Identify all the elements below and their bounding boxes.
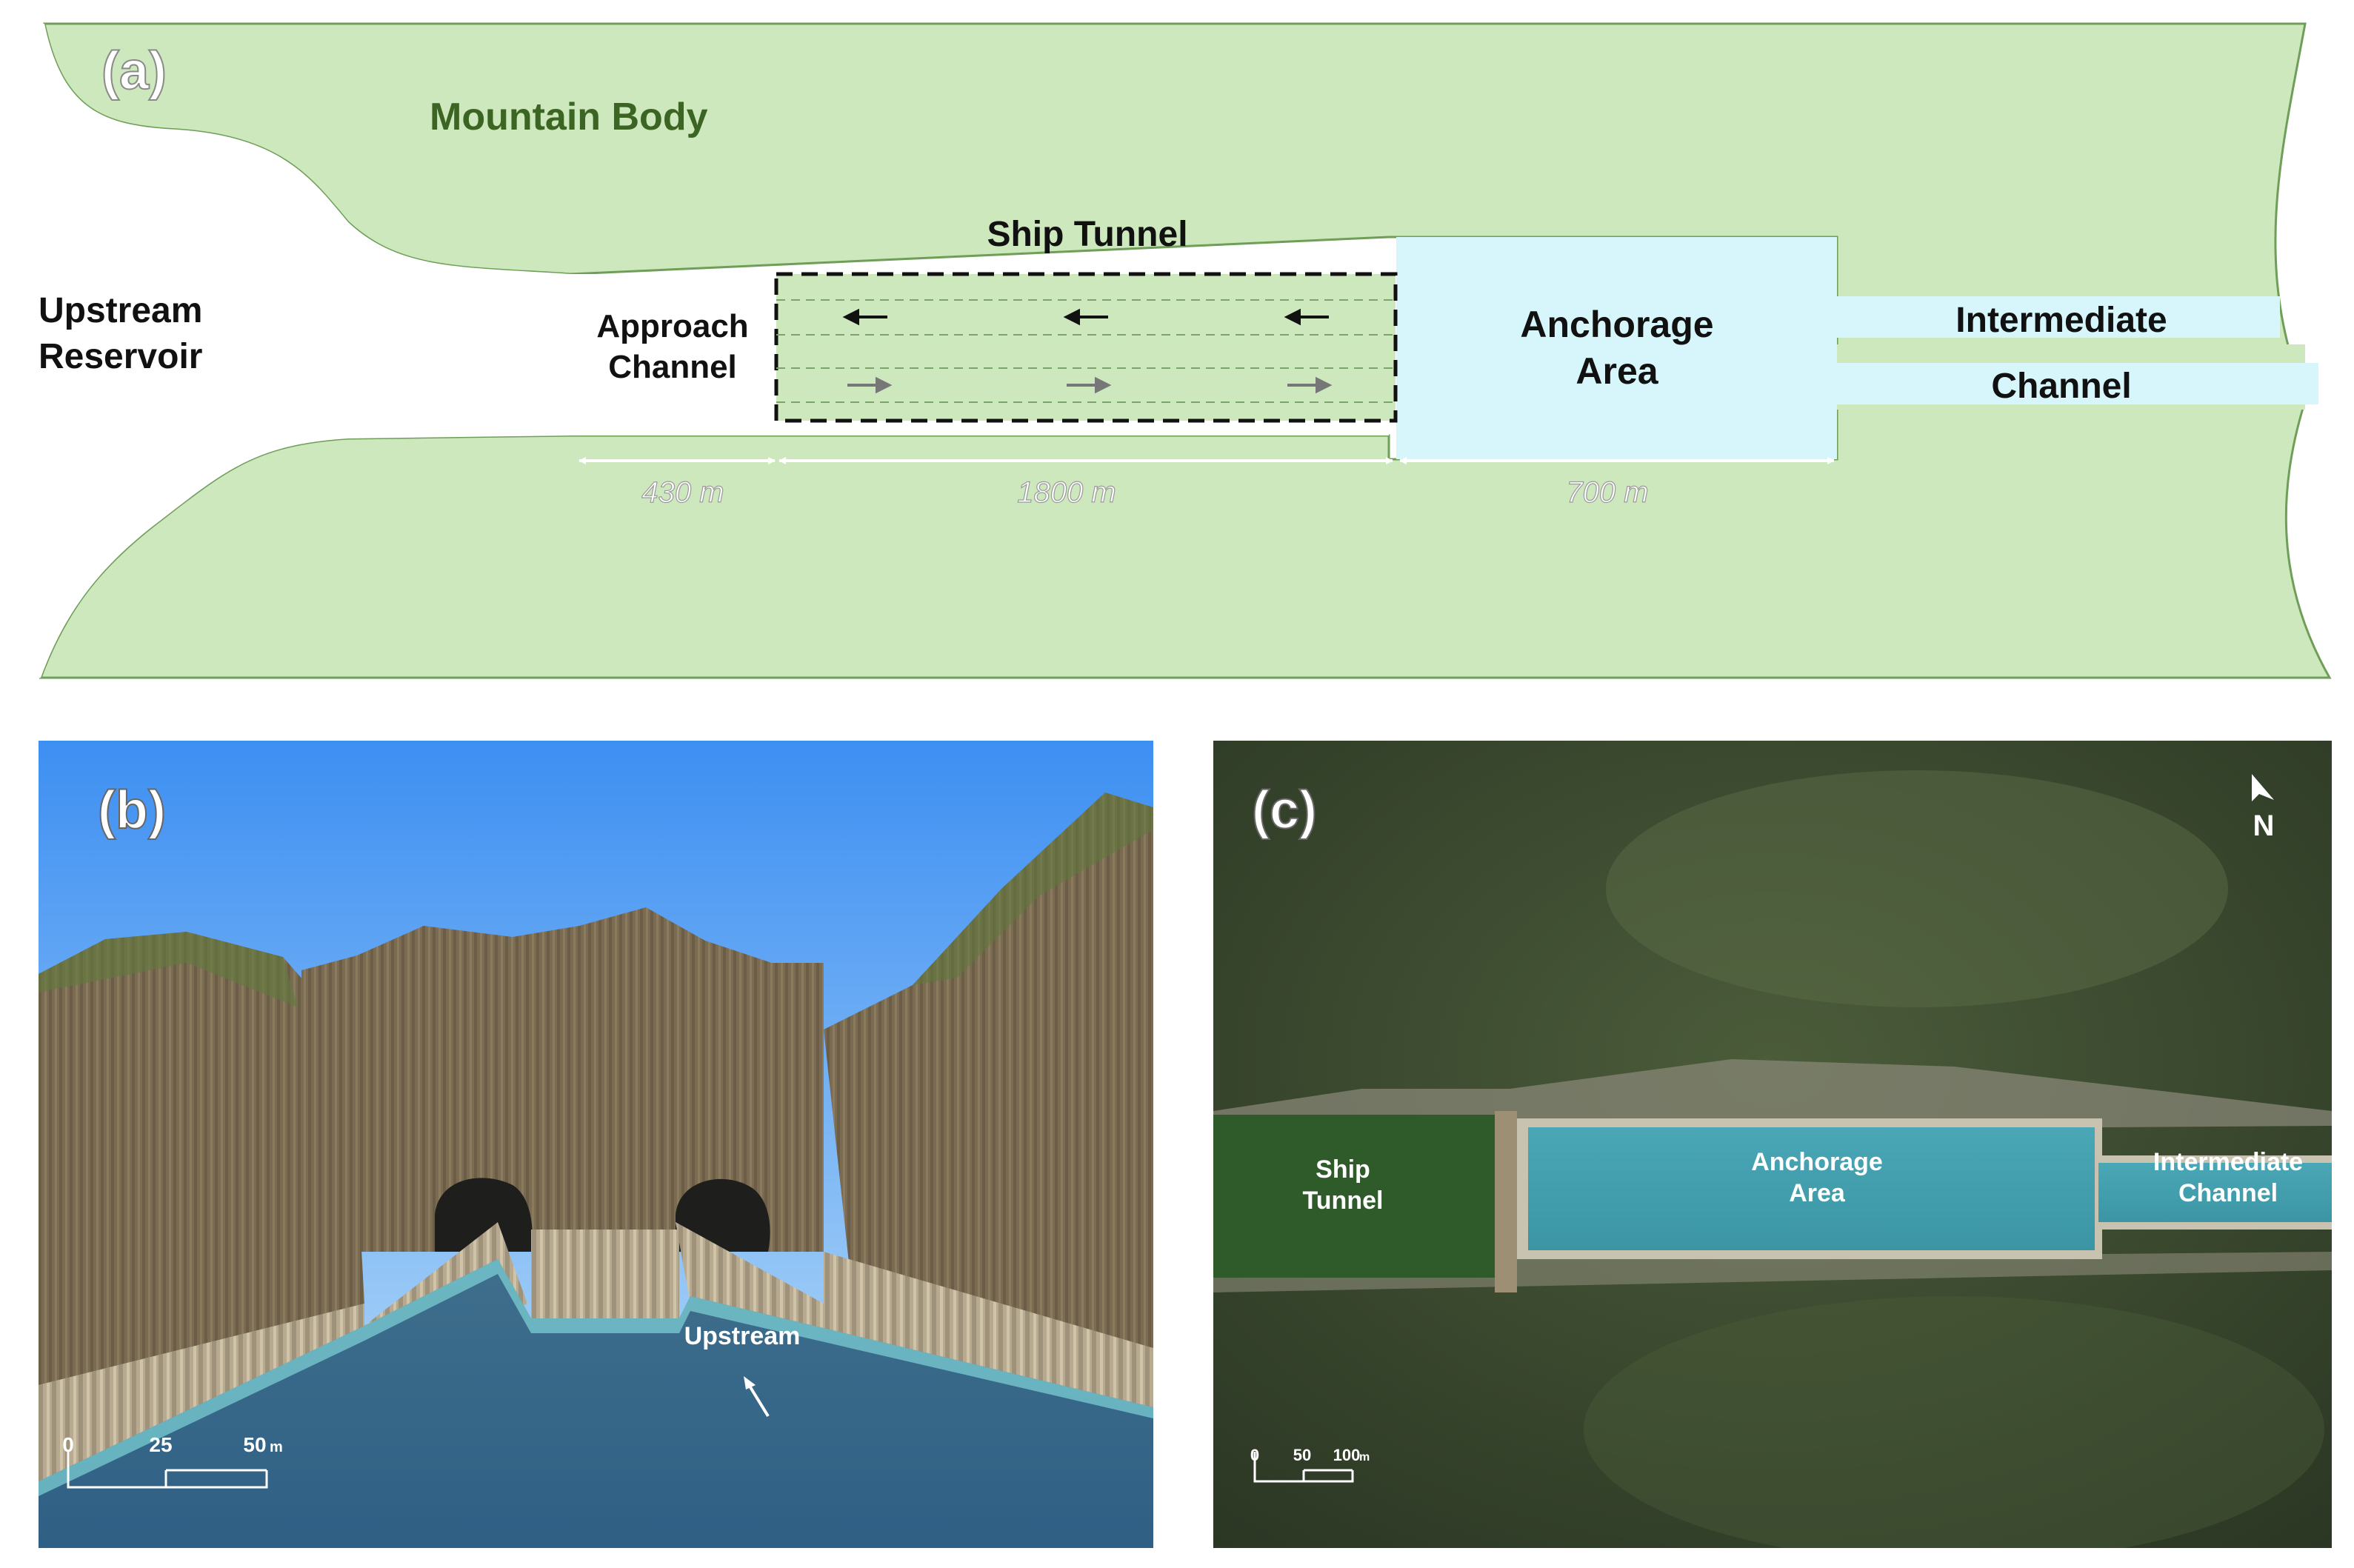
anchorage-label-c-1: Anchorage [1751,1148,1883,1176]
intermediate-label-c-2: Channel [2178,1179,2278,1207]
central-pier [531,1230,679,1318]
canal-water [39,1259,1153,1548]
intermediate-channel-label-2: Channel [1991,367,2131,406]
panel-b: (b) Upstream 0 25 50 m [39,741,1153,1548]
scale-bar-b: 0 25 50 m [62,1433,283,1489]
tunnel-arch-left [435,1178,533,1252]
north-arrow-icon [2252,774,2274,801]
anchorage-label-c-2: Area [1789,1179,1846,1207]
scale-bar-c: 0 50 100 m [1250,1446,1370,1483]
upstream-reservoir-label-1: Upstream [39,291,202,330]
ship-tunnel-label-c-2: Tunnel [1303,1187,1384,1215]
ship-tunnel-box [774,272,1398,423]
mountain-body-label: Mountain Body [430,96,708,139]
dimension-label-700: 700 m [1566,476,1648,509]
dimension-label-430: 430 m [641,476,724,509]
intermediate-label-c-1: Intermediate [2153,1148,2303,1176]
anchorage-area-label-1: Anchorage [1520,304,1713,345]
scale-c-100: 100 [1333,1446,1361,1464]
intermediate-channel-upper [1837,296,2280,338]
scale-c-unit: m [1359,1451,1370,1464]
downstream-arrows [842,308,1329,326]
anchorage-area-label-2: Area [1576,350,1658,392]
approach-channel-label-1: Approach [596,308,748,344]
upstream-arrow [747,1382,770,1418]
intermediate-channel-lower [1837,363,2318,404]
upstream-reservoir-label-2: Reservoir [39,337,202,376]
ship-tunnel-roof [1213,1115,1502,1278]
mountain-lower [39,404,2332,679]
upstream-arrows [847,376,1333,394]
panel-a: (a) Mountain Body Upstream Reservoir App… [0,22,2332,679]
left-cliff [39,932,364,1385]
intermediate-channel-label-1: Intermediate [1955,301,2167,340]
panel-c-tag: (c) [1252,781,1317,840]
ship-tunnel-label-c-1: Ship [1316,1155,1370,1184]
approach-channel-label-2: Channel [608,349,737,385]
scale-c-50: 50 [1293,1446,1311,1464]
panel-a-tag: (a) [101,41,167,101]
tunnel-portal-wall [301,907,824,1252]
ship-tunnel-label: Ship Tunnel [987,215,1187,254]
scale-c-0: 0 [1250,1446,1259,1464]
scale-b-unit: m [270,1439,283,1455]
north-label: N [2253,810,2275,842]
scale-b-0: 0 [62,1433,74,1456]
right-cliff [824,793,1153,1348]
scale-b-25: 25 [149,1433,172,1456]
panel-b-tag: (b) [98,781,166,840]
upstream-label: Upstream [684,1322,801,1350]
tunnel-arch-right [676,1178,770,1252]
dimension-label-1800: 1800 m [1017,476,1116,509]
anchorage-area-shape [1396,237,1837,459]
mountain-upper [43,22,2307,350]
scale-b-50: 50 [243,1433,266,1456]
panel-c: (c) Ship Tunnel Anchorage Area Intermedi… [1213,741,2332,1548]
